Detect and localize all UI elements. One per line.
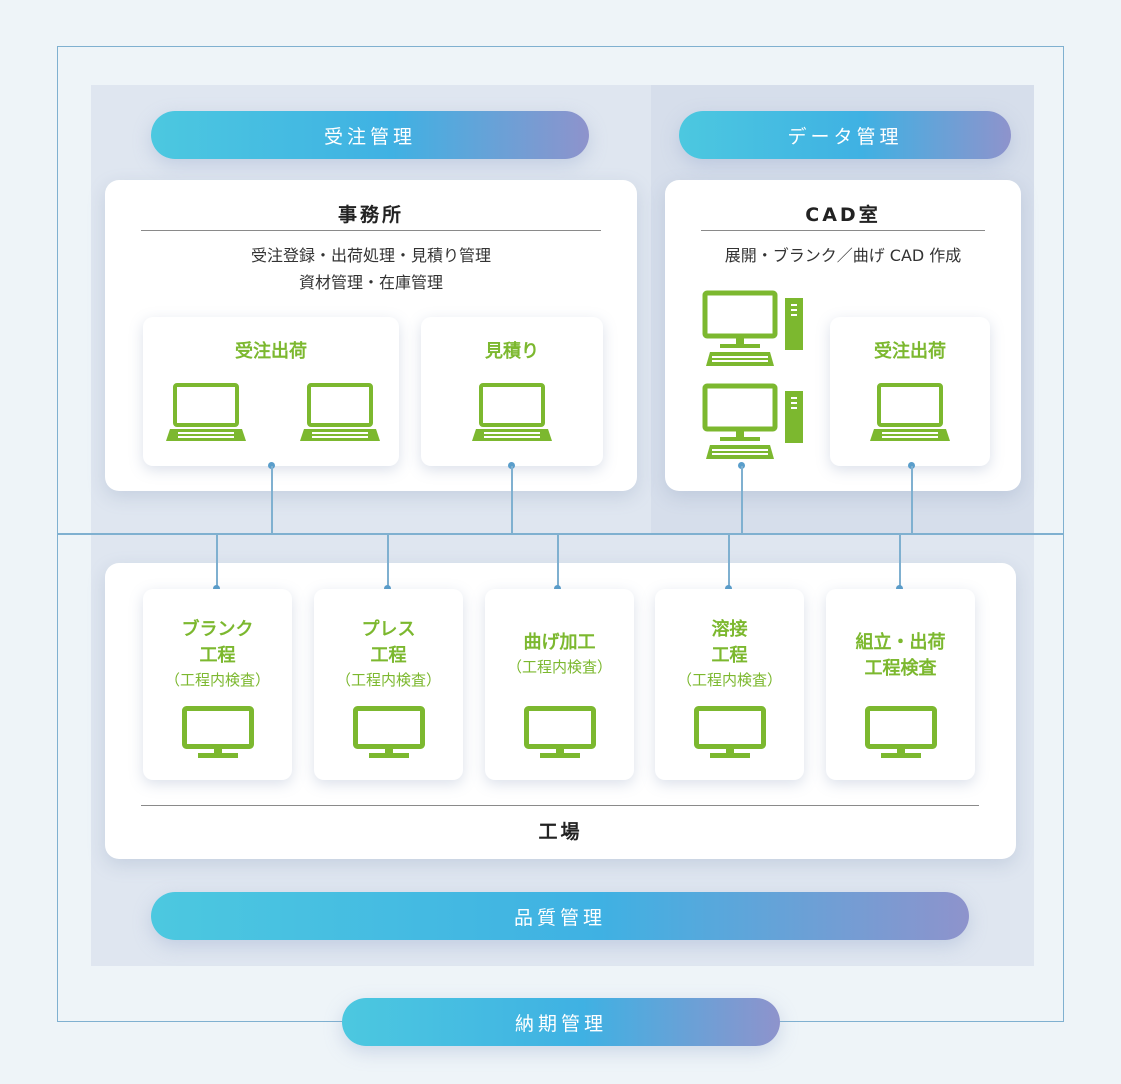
- connector-dot: [908, 462, 915, 469]
- cad-room-divider: [701, 230, 985, 231]
- connector-line: [557, 533, 559, 588]
- station-press-line2: 工程: [370, 645, 407, 666]
- desktop-pc-icon: [702, 290, 812, 370]
- station-assembly-line1: 組立・出荷: [855, 632, 946, 653]
- connector-dot: [725, 585, 732, 592]
- monitor-icon: [524, 706, 596, 760]
- connector-line: [911, 466, 913, 533]
- office-estimate-card: 見積り: [421, 317, 603, 466]
- connector-line: [216, 533, 218, 588]
- station-press-sub: （工程内検査）: [335, 671, 441, 689]
- quality-management-pill: 品質管理: [151, 892, 969, 940]
- monitor-icon: [182, 706, 254, 760]
- connector-dot: [508, 462, 515, 469]
- laptop-icon: [166, 383, 246, 443]
- desktop-pc-icon: [702, 383, 812, 463]
- connector-line: [271, 466, 273, 533]
- connector-dot: [738, 462, 745, 469]
- connector-line: [741, 466, 743, 533]
- station-assembly: 組立・出荷 工程検査: [826, 589, 975, 780]
- network-backbone-line: [57, 533, 1064, 535]
- cad-room-desc: 展開・ブランク／曲げ CAD 作成: [724, 246, 962, 265]
- monitor-icon: [694, 706, 766, 760]
- station-bending-sub: （工程内検査）: [506, 658, 612, 676]
- station-welding-line2: 工程: [711, 645, 748, 666]
- laptop-icon: [300, 383, 380, 443]
- office-estimate-label: 見積り: [485, 341, 539, 362]
- connector-dot: [268, 462, 275, 469]
- connector-line: [899, 533, 901, 588]
- connector-line: [387, 533, 389, 588]
- office-desc-line1: 受注登録・出荷処理・見積り管理: [250, 246, 491, 265]
- station-welding: 溶接 工程 （工程内検査）: [655, 589, 804, 780]
- station-blank-sub: （工程内検査）: [164, 671, 270, 689]
- cad-order-shipping-card: 受注出荷: [830, 317, 990, 466]
- delivery-management-pill: 納期管理: [342, 998, 780, 1046]
- monitor-icon: [353, 706, 425, 760]
- connector-dot: [384, 585, 391, 592]
- monitor-icon: [865, 706, 937, 760]
- station-press-line1: プレス: [361, 619, 416, 640]
- connector-dot: [896, 585, 903, 592]
- station-welding-line1: 溶接: [711, 619, 748, 640]
- factory-divider: [141, 805, 979, 806]
- data-management-pill: データ管理: [679, 111, 1011, 159]
- office-order-shipping-card: 受注出荷: [143, 317, 399, 466]
- station-blank: ブランク 工程 （工程内検査）: [143, 589, 292, 780]
- office-divider: [141, 230, 601, 231]
- station-press: プレス 工程 （工程内検査）: [314, 589, 463, 780]
- cad-room-title: CAD室: [805, 204, 881, 226]
- cad-order-shipping-label: 受注出荷: [874, 341, 946, 362]
- connector-line: [728, 533, 730, 588]
- laptop-icon: [472, 383, 552, 443]
- station-bending-line1: 曲げ加工: [523, 632, 596, 653]
- connector-line: [511, 466, 513, 533]
- station-blank-line1: ブランク: [181, 619, 254, 640]
- station-blank-line2: 工程: [199, 645, 236, 666]
- factory-title: 工場: [538, 821, 583, 843]
- office-order-shipping-label: 受注出荷: [235, 341, 307, 362]
- office-title: 事務所: [337, 204, 404, 226]
- office-desc-line2: 資材管理・在庫管理: [298, 273, 443, 292]
- laptop-icon: [870, 383, 950, 443]
- connector-dot: [213, 585, 220, 592]
- station-bending: 曲げ加工 （工程内検査）: [485, 589, 634, 780]
- station-assembly-line2: 工程検査: [864, 658, 937, 679]
- order-management-pill: 受注管理: [151, 111, 589, 159]
- station-welding-sub: （工程内検査）: [676, 671, 782, 689]
- connector-dot: [554, 585, 561, 592]
